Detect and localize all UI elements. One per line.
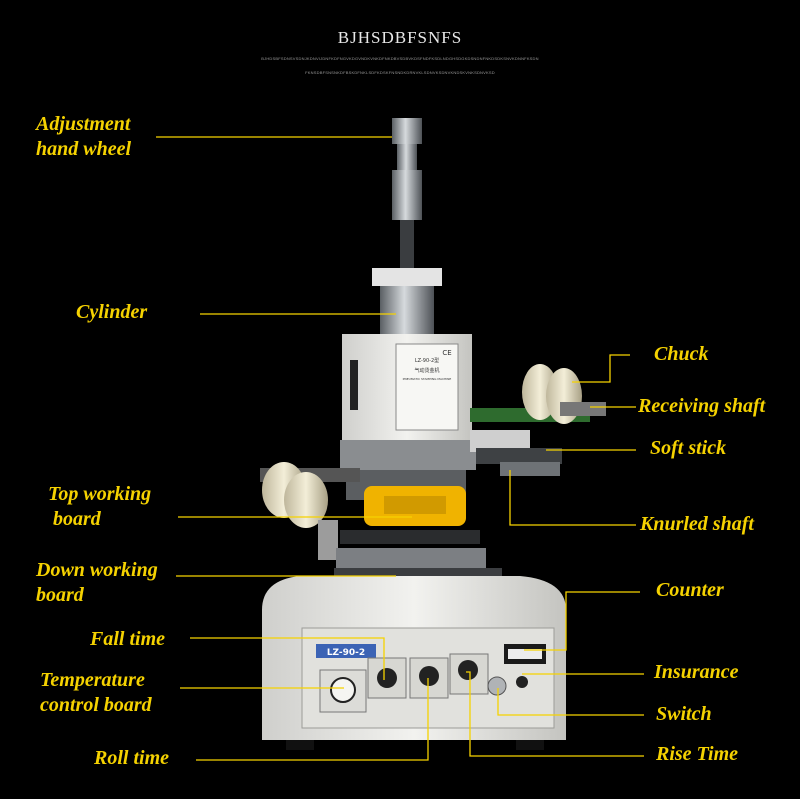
label-soft-stick: Soft stick [650,437,727,459]
leader-roll-time [196,678,429,761]
label-receiving-shaft: Receiving shaft [638,395,766,417]
leader-fall-time [190,637,385,680]
label-fall-time: Fall time [90,628,165,650]
label-switch: Switch [656,703,712,725]
nameplate-en: PNEUMATIC STAMPING MACHINE [403,377,452,381]
cylinder-part [372,268,442,334]
label-temperature-control-board: Temperature control board [40,669,152,716]
leader-switch [497,688,644,716]
leader-chuck [572,354,630,383]
header-subtitle-2: FKNSDBFSNSNKDFBSKDFNKLSDFKDSKFNSNDKDRNVK… [305,70,495,75]
label-knurled-shaft: Knurled shaft [640,513,754,535]
leader-counter [524,591,640,651]
nameplate-model: LZ-90-2型 [415,357,439,364]
label-chuck: Chuck [654,343,709,365]
machine-head: LZ-90-2型 气动烫金机 PNEUMATIC STAMPING MACHIN… [340,334,476,470]
header-title: BJHSDBFSNFS [337,28,463,47]
label-top-working-board: Top working board [48,483,152,530]
left-rollers [260,462,360,560]
machine-base: LZ-90-2 [262,576,566,750]
leader-rise-time [466,671,644,757]
label-adjustment-hand-wheel: Adjustment hand wheel [36,113,132,160]
nameplate-cn: 气动烫金机 [414,367,439,374]
header-subtitle-1: BJHDSBFSDNSVSDNJKDNVIJDNFKDFNGVKDGVNDKVN… [261,56,539,61]
leader-knurled-shaft [509,470,636,526]
label-insurance: Insurance [654,661,739,683]
label-roll-time: Roll time [94,747,169,769]
model-plate-text: LZ-90-2 [327,648,365,658]
label-counter: Counter [656,579,724,601]
label-cylinder: Cylinder [76,301,148,323]
top-working-board-part [340,470,480,544]
label-rise-time: Rise Time [656,743,739,765]
leader-lines [156,136,644,761]
ce-mark: CE [442,349,451,357]
right-rollers [470,364,606,476]
label-down-working-board: Down working board [36,559,158,606]
hand-wheel-shaft [392,118,422,270]
